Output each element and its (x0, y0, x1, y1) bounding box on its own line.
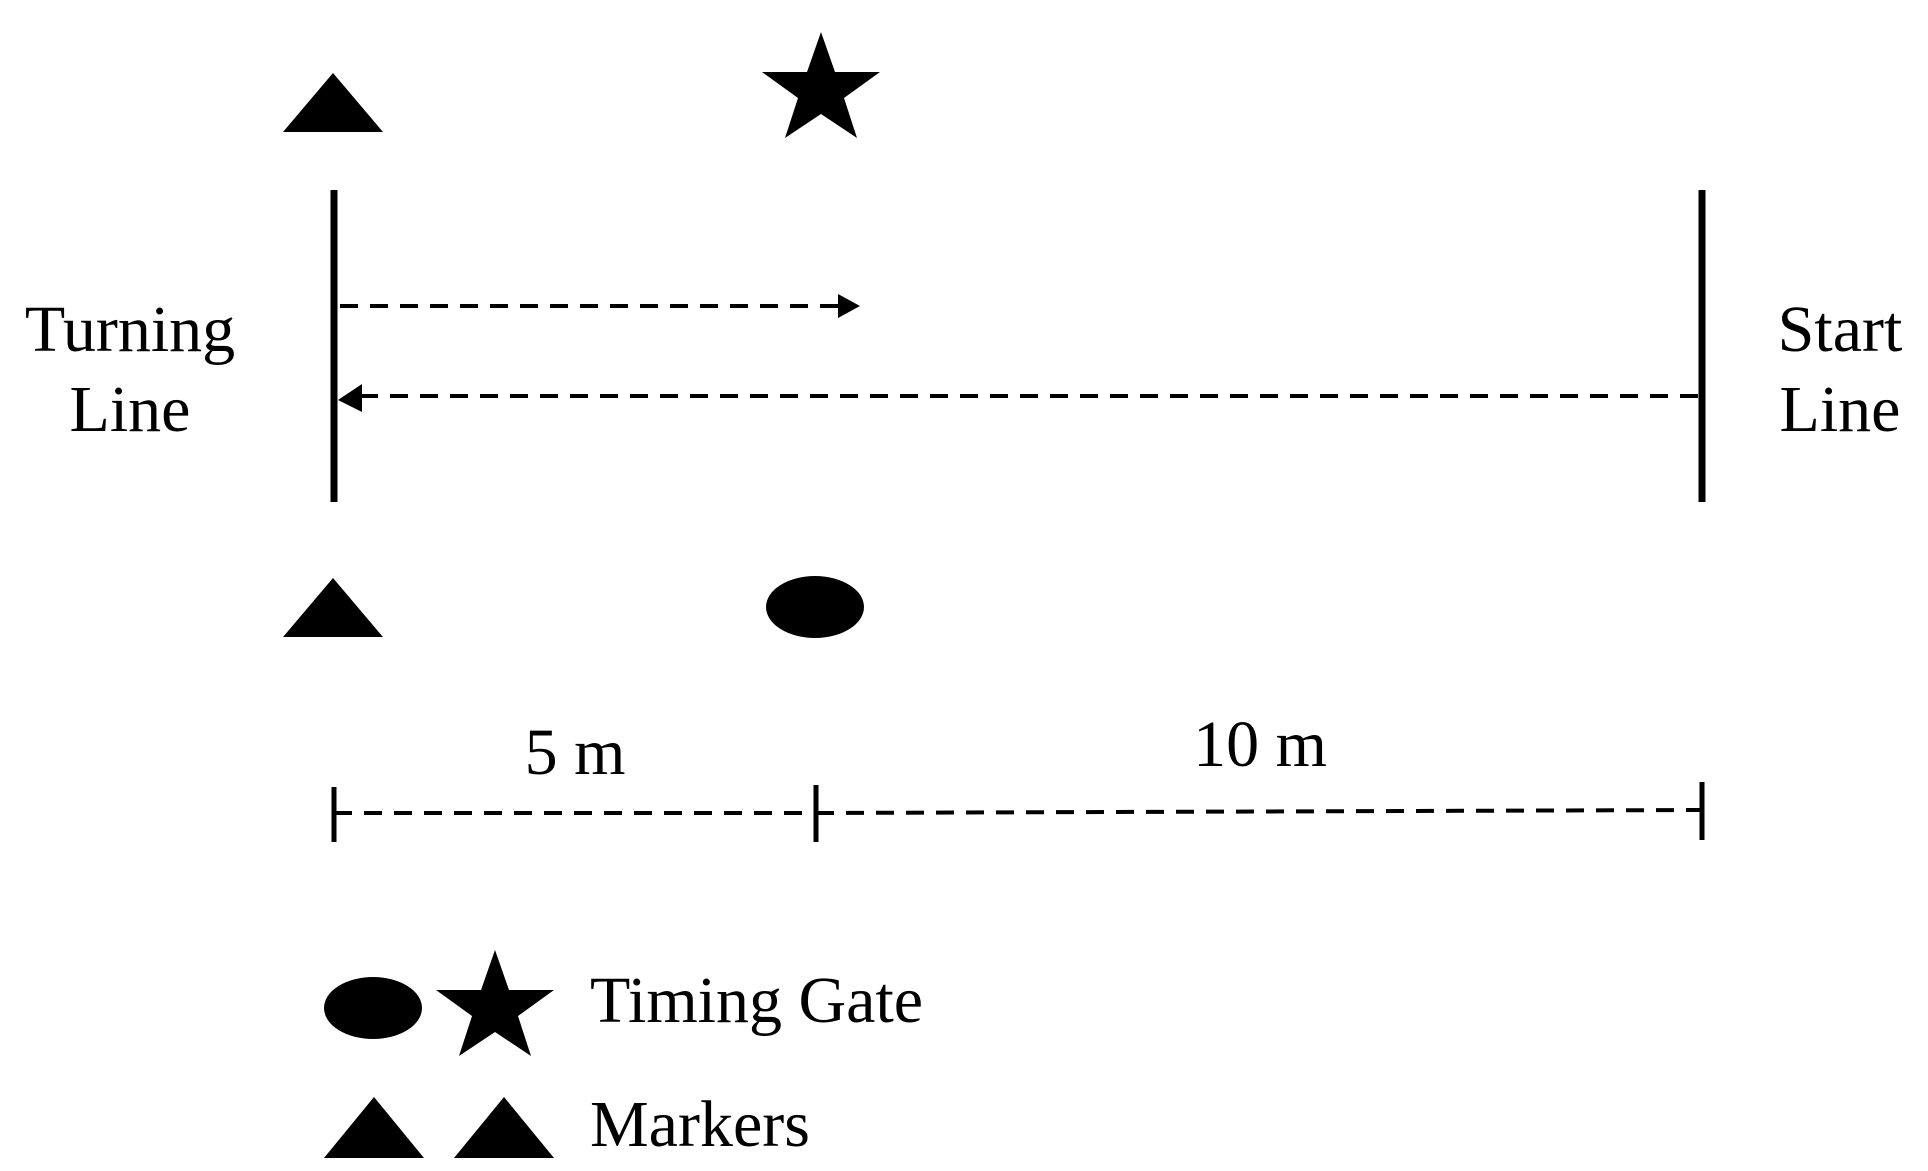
start-line-label-line2: Line (1779, 373, 1901, 446)
turning-line-label-line2: Line (69, 373, 191, 446)
arrowhead-left-icon (338, 384, 362, 412)
legend-markers-label: Markers (590, 1088, 810, 1161)
distance-line-10m (815, 808, 1703, 815)
start-line-label-line1: Start (1777, 293, 1903, 366)
legend-star-icon (436, 950, 554, 1056)
legend-triangle-icon (324, 1097, 424, 1158)
start-line-label: Start Line (1752, 290, 1928, 450)
distance-label-5m: 5 m (524, 716, 626, 789)
arrowhead-right-icon (838, 294, 860, 318)
timing-gate-ellipse-icon (766, 576, 864, 638)
marker-triangle-icon (283, 578, 383, 637)
turning-line-label: Turning Line (10, 290, 250, 450)
legend-triangle-icon (454, 1097, 554, 1158)
timing-gate-star-icon (762, 32, 880, 138)
legend-timing-gate-label: Timing Gate (590, 964, 924, 1037)
distance-label-10m: 10 m (1193, 708, 1327, 781)
turning-line-label-line1: Turning (24, 293, 236, 366)
marker-triangle-icon (283, 73, 383, 132)
legend-ellipse-icon (324, 977, 422, 1039)
